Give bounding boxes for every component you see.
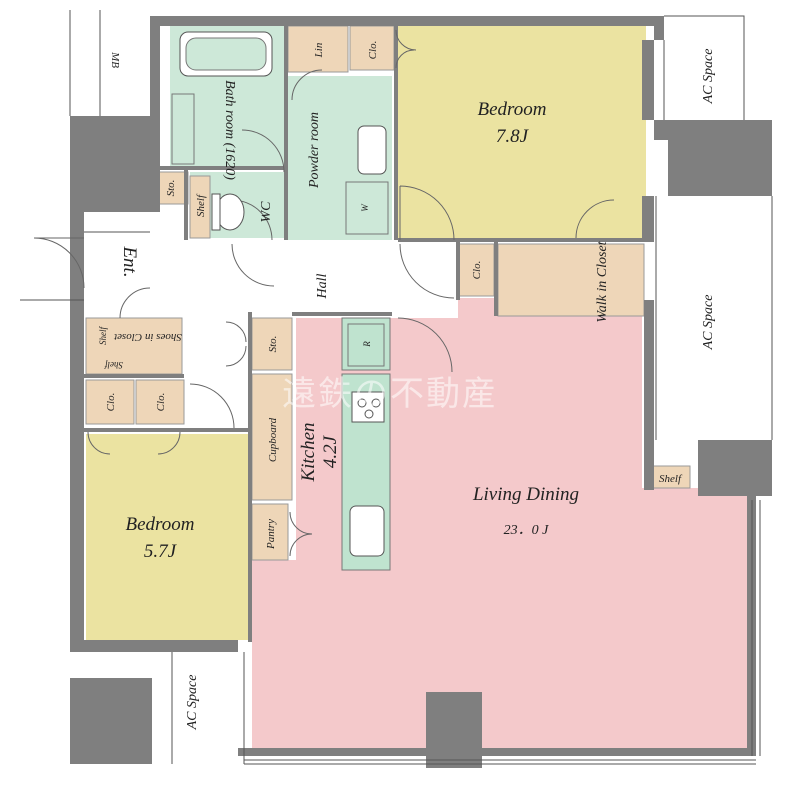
clo-bed2-right-label: Clo.: [155, 393, 167, 412]
entrance-label: Ent.: [119, 245, 140, 277]
washer-label: W: [360, 203, 370, 212]
fixtures: [171, 31, 389, 557]
shelf-wc: [189, 175, 211, 239]
clo-bed2-left-label: Clo.: [105, 393, 117, 412]
ac-space-right-label: AC Space: [701, 295, 716, 351]
vanity-bath: [171, 93, 195, 165]
shoes-closet-area: [85, 317, 183, 375]
washer-space: [345, 181, 389, 235]
walk-in-closet-label: Walk in Closet: [595, 240, 610, 322]
kitchen-label: Kitchen: [298, 422, 319, 482]
sto-kitchen: [251, 317, 293, 371]
outlines: [20, 10, 773, 765]
bedroom-second-label: Bedroom: [126, 514, 195, 535]
stove: [351, 391, 385, 423]
cupboard-label: Cupboard: [267, 417, 279, 462]
watermark: 遠鉄の不動産: [282, 374, 498, 414]
ac-space-bottom-label: AC Space: [185, 675, 200, 731]
walk-in-closet-area: [497, 243, 645, 317]
shelf-living-label: Shelf: [659, 473, 683, 485]
wc-label: WC: [259, 201, 274, 223]
ac-space-top-label: AC Space: [701, 49, 716, 105]
shelf-shoes-label: Shelf: [98, 326, 108, 345]
walls: [70, 16, 772, 768]
bathtub-inner: [185, 37, 267, 71]
sto-kitchen-label: Sto.: [267, 336, 279, 353]
bedroom-main-size: 7.8J: [496, 126, 530, 147]
bedroom-second-size: 5.7J: [144, 541, 178, 562]
lin-label: Lin: [313, 42, 325, 58]
mb-label: MB: [109, 51, 121, 68]
burner-1: [357, 398, 367, 408]
clo-bed2-right: [135, 379, 185, 425]
bedroom-second-area: [86, 434, 248, 640]
living-dining-label: Living Dining: [472, 484, 579, 505]
lin-closet: [287, 25, 349, 73]
pantry-area: [251, 503, 289, 561]
burner-3: [364, 409, 374, 419]
bath-label: Bath room (1620): [222, 80, 237, 180]
toilet-tank: [211, 193, 221, 231]
powder-room-label: Powder room: [307, 112, 322, 189]
hall-label: Hall: [315, 273, 330, 299]
kitchen-size: 4.2J: [320, 434, 341, 468]
fridge-counter: [341, 317, 391, 371]
bedroom-main-area: [398, 26, 646, 240]
burner-2: [371, 398, 381, 408]
bedroom-main-label: Bedroom: [478, 99, 547, 120]
clo-bed2-left: [85, 379, 135, 425]
fridge-label: R: [362, 341, 372, 348]
clo-hall: [457, 243, 495, 297]
pantry-label: Pantry: [265, 519, 277, 550]
clo-hall-label: Clo.: [471, 261, 483, 280]
wash-basin: [357, 125, 387, 175]
shelf-small-label: Shelf: [104, 360, 123, 370]
kitchen-sink: [349, 505, 385, 557]
living-dining-area: [252, 298, 747, 748]
doors: [33, 29, 615, 557]
living-dining-size: 23．0 J: [504, 523, 549, 538]
sto-wc-label: Sto.: [165, 180, 177, 197]
fridge-box: [347, 323, 385, 367]
cupboard-area: [251, 373, 293, 501]
shoes-closet-label: Shoes in Closet: [113, 331, 182, 343]
shelf-wc-label: Shelf: [195, 193, 207, 217]
clo-top-label: Clo.: [367, 41, 379, 60]
